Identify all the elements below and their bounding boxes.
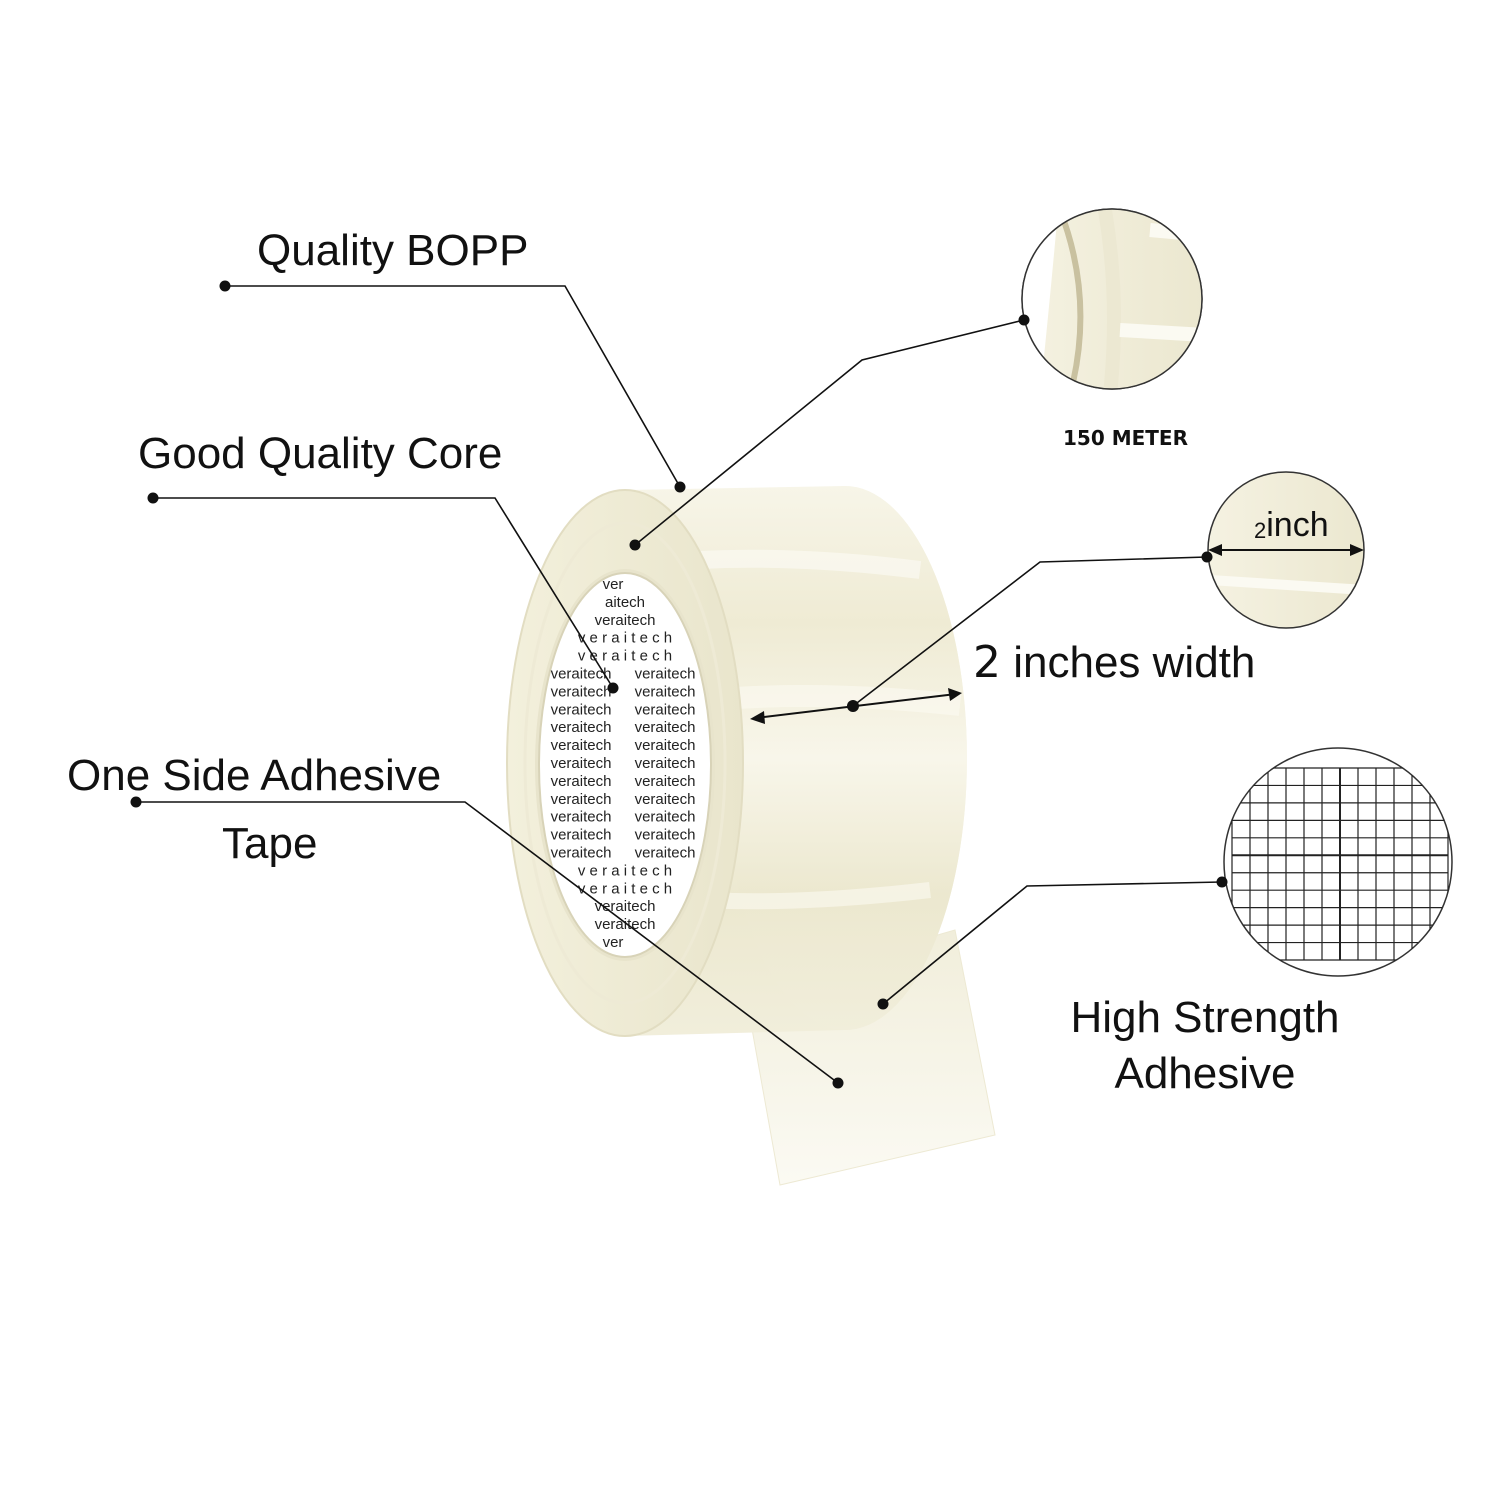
core-print-row: veraitech <box>635 683 696 700</box>
adhesive-grid-icon <box>1223 747 1453 977</box>
core-print-row: veraitech <box>551 809 612 826</box>
leader-150-meter <box>634 319 1025 546</box>
core-print-row: veraitech <box>551 755 612 772</box>
core-print-row: v e r a i t e c h <box>578 880 672 897</box>
label-width: 2 inches width <box>973 641 1255 685</box>
core-print-row: veraitech <box>551 683 612 700</box>
core-print-row: veraitech <box>635 755 696 772</box>
leader-one-side <box>136 801 839 1084</box>
leader-high-strength <box>882 881 1223 1005</box>
core-print-row: veraitech <box>551 791 612 808</box>
core-print-row: veraitech <box>551 827 612 844</box>
core-print-row: veraitech <box>551 701 612 718</box>
core-print-row: veraitech <box>595 916 656 933</box>
label-width-number: 2 <box>973 637 1001 688</box>
tape-width-icon <box>1207 471 1365 629</box>
core-print-row: veraitech <box>635 737 696 754</box>
tape-edge-icon <box>1021 208 1203 390</box>
core-print-row: veraitech <box>551 666 612 683</box>
label-quality-bopp: Quality BOPP <box>257 226 529 275</box>
core-print-row: veraitech <box>635 666 696 683</box>
label-length: 150 METER <box>1063 426 1188 450</box>
leader-lines <box>136 285 1223 1084</box>
core-print-row: veraitech <box>635 791 696 808</box>
core-print-row: veraitech <box>635 719 696 736</box>
core-print-row: veraitech <box>595 612 656 629</box>
core-print-row: ver <box>603 576 624 593</box>
inset-inch-text: inch <box>1266 506 1329 544</box>
core-print-row: aitech <box>605 594 645 611</box>
core-print-row: veraitech <box>635 845 696 862</box>
core-print-row: veraitech <box>551 773 612 790</box>
core-print-row: ver <box>603 934 624 951</box>
leader-good-core <box>153 497 614 689</box>
leader-width <box>852 556 1208 707</box>
inset-inch-number: 2 <box>1254 518 1267 543</box>
leader-quality-bopp <box>225 285 681 488</box>
core-print-row: v e r a i t e c h <box>578 630 672 647</box>
core-print-row: veraitech <box>635 773 696 790</box>
inset-width-label: 2inch <box>1254 508 1329 542</box>
label-high-strength-line1: High Strength <box>1070 993 1340 1042</box>
label-good-quality-core: Good Quality Core <box>138 429 503 478</box>
label-one-side-adhesive-line1: One Side Adhesive <box>67 751 442 800</box>
label-one-side-adhesive-line2: Tape <box>222 819 318 868</box>
core-print-row: v e r a i t e c h <box>578 648 672 665</box>
label-high-strength-line2: Adhesive <box>1114 1049 1296 1098</box>
core-print-row: veraitech <box>551 719 612 736</box>
core-print-row: veraitech <box>635 701 696 718</box>
leader-dots <box>130 280 1228 1089</box>
core-print-row: veraitech <box>551 845 612 862</box>
core-print-row: veraitech <box>551 737 612 754</box>
core-print-row: veraitech <box>635 809 696 826</box>
core-print-row: v e r a i t e c h <box>578 862 672 879</box>
core-print-row: veraitech <box>635 827 696 844</box>
label-width-text: inches width <box>1001 638 1256 687</box>
